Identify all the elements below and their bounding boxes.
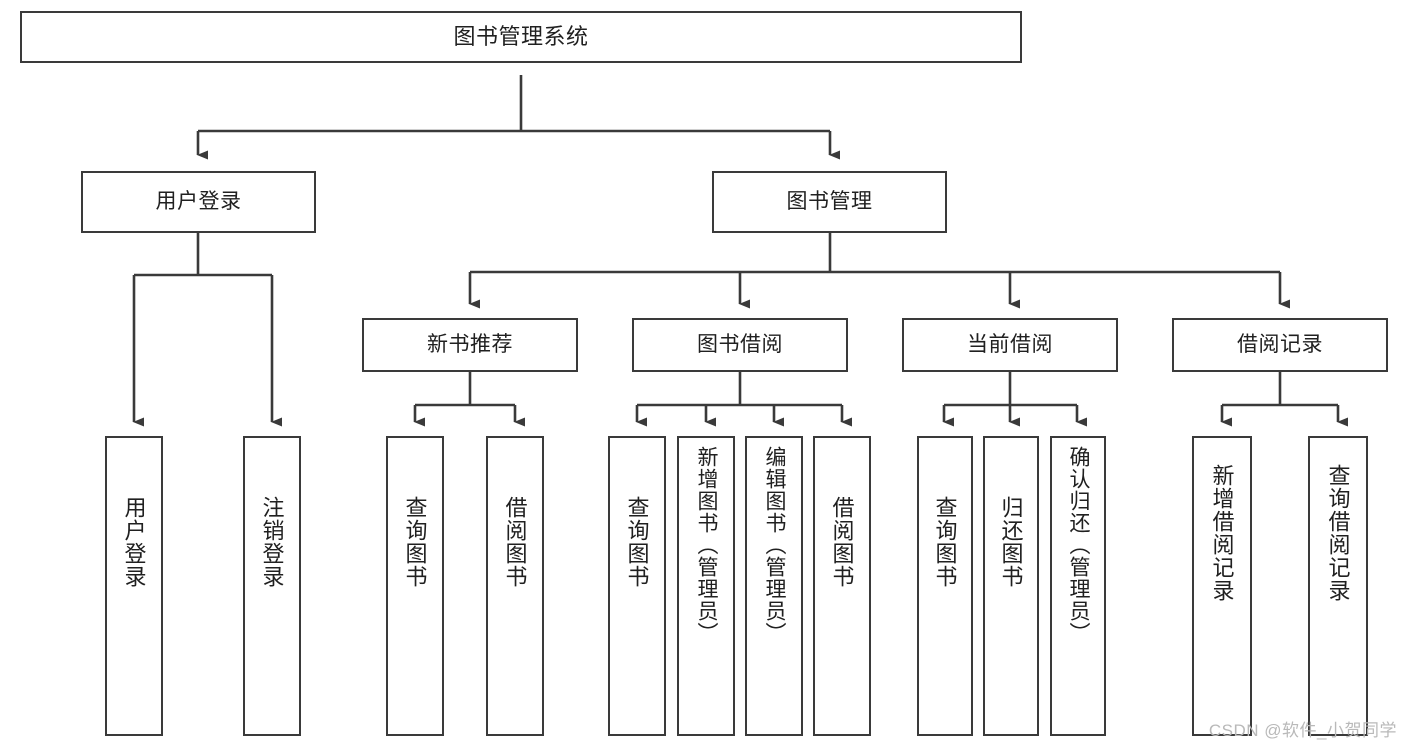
node-borrow-record[interactable]: 借阅记录 (1172, 318, 1388, 372)
leaf-return-book-label: 归还图书 (998, 496, 1024, 588)
leaf-user-login-label: 用户登录 (121, 496, 147, 588)
leaf-add-record[interactable]: 新增借阅记录 (1192, 436, 1252, 736)
leaf-borrow-book-1[interactable]: 借阅图书 (486, 436, 544, 736)
node-user-login[interactable]: 用户登录 (81, 171, 316, 233)
leaf-query-book-2-label: 查询图书 (624, 496, 650, 588)
leaf-query-book-1[interactable]: 查询图书 (386, 436, 444, 736)
leaf-confirm-return[interactable]: 确认归还（管理员） (1050, 436, 1106, 736)
leaf-edit-book-label: 编辑图书（管理员） (763, 446, 787, 644)
leaf-query-record-label: 查询借阅记录 (1325, 464, 1351, 602)
leaf-confirm-return-label: 确认归还（管理员） (1067, 446, 1091, 644)
node-new-book-recommend[interactable]: 新书推荐 (362, 318, 578, 372)
leaf-query-book-3-label: 查询图书 (932, 496, 958, 588)
leaf-borrow-book-2[interactable]: 借阅图书 (813, 436, 871, 736)
node-new-book-recommend-label: 新书推荐 (427, 332, 513, 356)
watermark-text: CSDN @软件_小贺同学 (1208, 721, 1397, 740)
node-book-manage-label: 图书管理 (786, 189, 873, 213)
leaf-user-login[interactable]: 用户登录 (105, 436, 163, 736)
node-user-login-label: 用户登录 (155, 189, 242, 213)
leaf-query-book-2[interactable]: 查询图书 (608, 436, 666, 736)
leaf-logout-label: 注销登录 (259, 496, 285, 588)
node-book-manage[interactable]: 图书管理 (712, 171, 947, 233)
leaf-borrow-book-1-label: 借阅图书 (502, 496, 528, 588)
node-borrow-record-label: 借阅记录 (1237, 332, 1323, 356)
leaf-query-record[interactable]: 查询借阅记录 (1308, 436, 1368, 736)
leaf-add-record-label: 新增借阅记录 (1209, 464, 1235, 602)
node-current-borrow-label: 当前借阅 (967, 332, 1053, 356)
node-root[interactable]: 图书管理系统 (20, 11, 1022, 63)
node-book-borrow[interactable]: 图书借阅 (632, 318, 848, 372)
leaf-add-book-label: 新增图书（管理员） (695, 446, 719, 644)
node-book-borrow-label: 图书借阅 (697, 332, 783, 356)
leaf-edit-book[interactable]: 编辑图书（管理员） (745, 436, 803, 736)
leaf-logout[interactable]: 注销登录 (243, 436, 301, 736)
node-root-label: 图书管理系统 (453, 24, 589, 50)
leaf-borrow-book-2-label: 借阅图书 (829, 496, 855, 588)
node-current-borrow[interactable]: 当前借阅 (902, 318, 1118, 372)
leaf-query-book-3[interactable]: 查询图书 (917, 436, 973, 736)
leaf-return-book[interactable]: 归还图书 (983, 436, 1039, 736)
leaf-query-book-1-label: 查询图书 (402, 496, 428, 588)
leaf-add-book[interactable]: 新增图书（管理员） (677, 436, 735, 736)
